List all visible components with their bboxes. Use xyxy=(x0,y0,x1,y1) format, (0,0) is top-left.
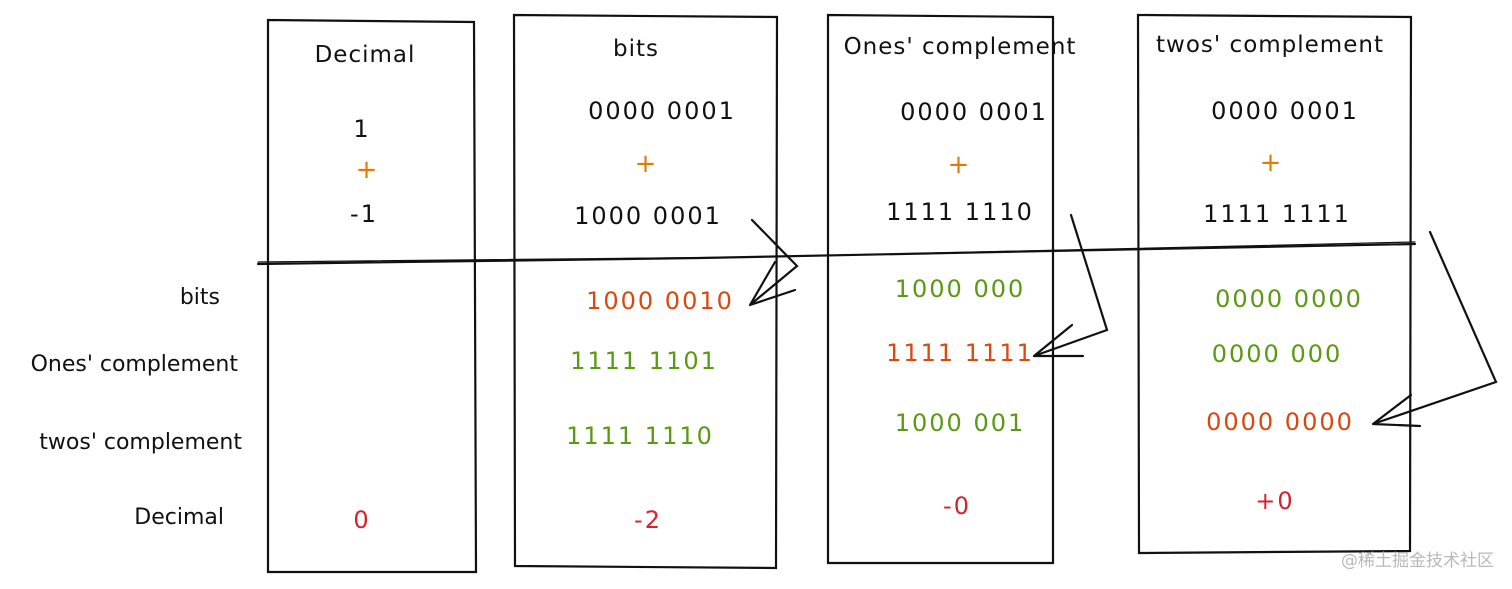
bits-plus: + xyxy=(634,149,658,179)
box-twos xyxy=(1136,13,1413,555)
twos-plus: + xyxy=(1259,148,1283,178)
row-label-decimal: Decimal xyxy=(134,505,224,530)
twos-result-decimal: +0 xyxy=(1255,487,1295,515)
bits-operand-a: 0000 0001 xyxy=(588,97,736,125)
row-label-bits: bits xyxy=(179,285,220,310)
ones-result-decimal: -0 xyxy=(943,492,971,520)
bits-result-ones: 1111 1101 xyxy=(570,347,718,375)
ones-plus: + xyxy=(947,150,971,180)
ones-result-ones: 1111 1111 xyxy=(886,339,1034,367)
header-bits: bits xyxy=(613,36,659,62)
twos-result-bits: 0000 0000 xyxy=(1215,285,1363,313)
decimal-result: 0 xyxy=(353,506,371,534)
bits-result-bits: 1000 0010 xyxy=(586,287,734,315)
twos-result-twos: 0000 0000 xyxy=(1206,408,1354,436)
bits-operand-b: 1000 0001 xyxy=(574,202,722,230)
twos-operand-a: 0000 0001 xyxy=(1211,97,1359,125)
watermark: @稀土掘金技术社区 xyxy=(1341,551,1494,571)
row-label-twos-complement: twos' complement xyxy=(39,430,242,455)
header-decimal: Decimal xyxy=(314,42,416,68)
ones-operand-b: 1111 1110 xyxy=(886,198,1034,226)
ones-result-twos: 1000 001 xyxy=(894,409,1026,437)
bits-result-decimal: -2 xyxy=(634,506,662,534)
arrow-ones xyxy=(1032,213,1109,358)
header-twos-complement: twos' complement xyxy=(1156,32,1384,58)
box-decimal xyxy=(266,18,478,574)
decimal-operand-b: -1 xyxy=(350,200,378,228)
arrow-bits xyxy=(748,218,799,307)
ones-operand-a: 0000 0001 xyxy=(900,98,1048,126)
decimal-operand-a: 1 xyxy=(353,115,371,143)
header-ones-complement: Ones' complement xyxy=(843,34,1077,60)
bits-result-twos: 1111 1110 xyxy=(566,422,714,450)
ones-result-bits: 1000 000 xyxy=(894,275,1026,303)
twos-result-ones: 0000 000 xyxy=(1211,340,1343,368)
twos-operand-b: 1111 1111 xyxy=(1203,200,1351,228)
arrow-twos xyxy=(1371,230,1498,428)
row-label-ones-complement: Ones' complement xyxy=(30,352,238,377)
separator-line xyxy=(256,242,1417,266)
decimal-plus: + xyxy=(355,155,379,185)
